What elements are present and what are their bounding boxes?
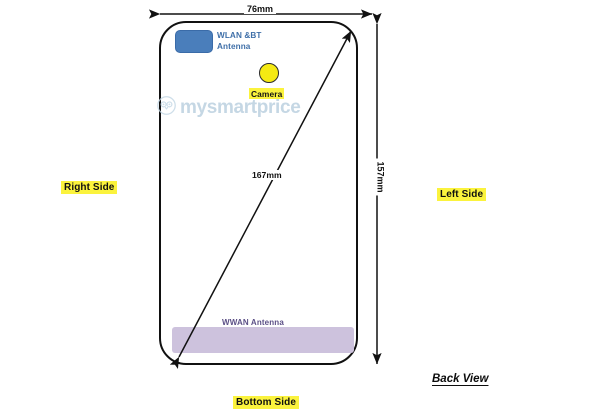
wlan-bt-antenna-label: WLAN &BT Antenna — [217, 31, 307, 52]
right-side-label: Right Side — [61, 181, 118, 194]
left-side-label: Left Side — [437, 188, 487, 201]
bottom-side-label: Bottom Side — [233, 396, 299, 409]
diagonal-dimension-label: 167mm — [250, 170, 284, 180]
height-dimension-label: 157mm — [375, 158, 386, 196]
wlan-bt-antenna-label-line1: WLAN &BT — [217, 31, 262, 40]
camera-label: Camera — [249, 88, 285, 99]
wwan-antenna-label: WWAN Antenna — [222, 318, 284, 327]
camera-lens-icon — [259, 63, 279, 83]
wlan-bt-antenna-block — [175, 30, 213, 53]
back-view-label: Back View — [432, 373, 489, 385]
wwan-antenna-block — [172, 327, 354, 353]
width-dimension-label: 76mm — [244, 4, 277, 14]
wlan-bt-antenna-label-line2: Antenna — [217, 41, 251, 51]
